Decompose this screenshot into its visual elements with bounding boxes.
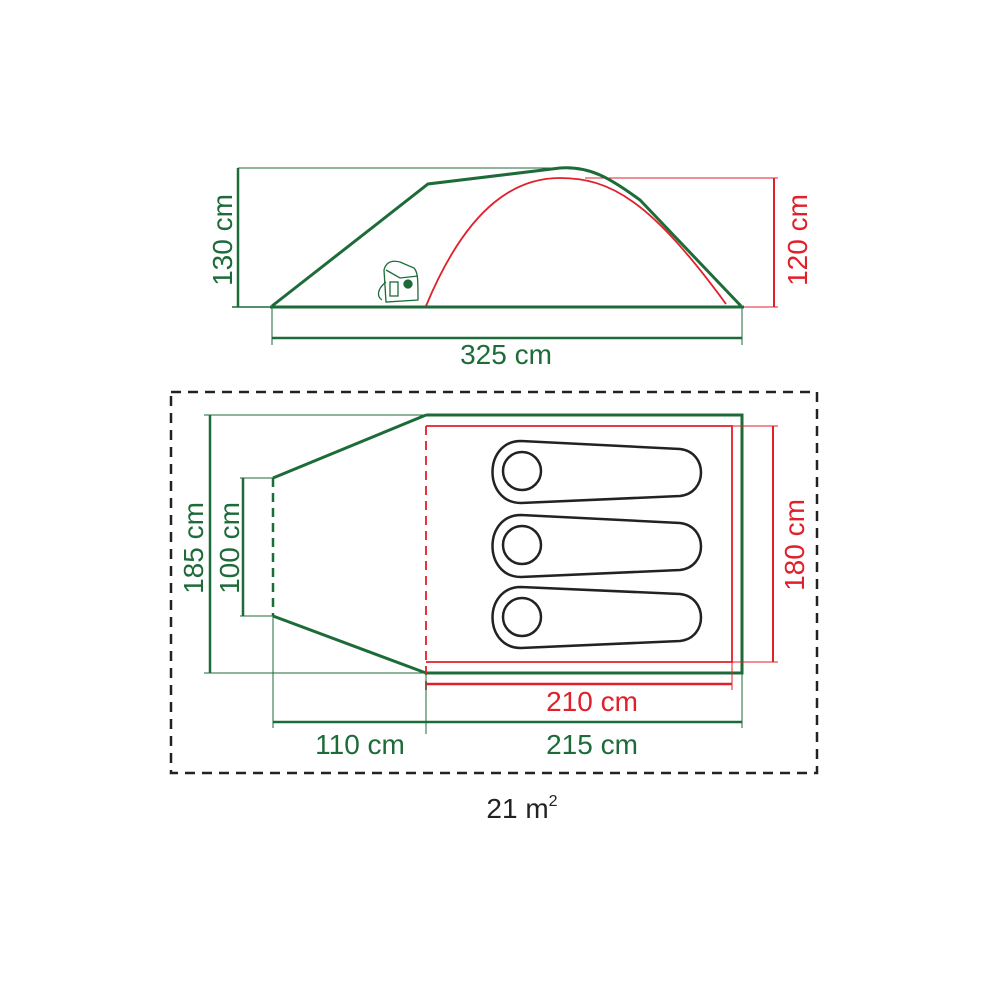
vestibule-top-edge	[272, 413, 427, 480]
inner-tent-outline	[426, 425, 733, 663]
side-view: 130 cm 120 cm 325 cm	[207, 166, 813, 370]
sleeping-bag-icon	[491, 439, 703, 505]
floor-plan: 185 cm 100 cm 180 cm 210 cm 110 cm 215 c…	[169, 390, 819, 775]
sleeping-bag-icon	[491, 513, 703, 579]
sleeping-bag-icon	[491, 585, 703, 650]
width-outer-label: 185 cm	[178, 502, 209, 594]
vestibule-bottom-edge	[272, 614, 427, 675]
area-value: 21 m	[486, 793, 548, 824]
inner-tent-profile	[425, 177, 727, 307]
fly-outline	[426, 413, 744, 675]
footprint-boundary	[169, 390, 819, 775]
footprint-area: 21 m2	[486, 793, 557, 824]
length-label: 325 cm	[460, 339, 552, 370]
door-width-label: 100 cm	[214, 502, 245, 594]
height-outer-label: 130 cm	[207, 194, 238, 286]
outer-fly-profile	[271, 166, 743, 308]
bedroom-length-label: 215 cm	[546, 729, 638, 760]
inner-width-label: 180 cm	[779, 499, 810, 591]
area-unit-superscript: 2	[549, 793, 558, 810]
inner-length-label: 210 cm	[546, 686, 638, 717]
backpack-icon	[377, 260, 419, 303]
vestibule-length-label: 110 cm	[315, 729, 405, 760]
height-inner-label: 120 cm	[782, 194, 813, 286]
